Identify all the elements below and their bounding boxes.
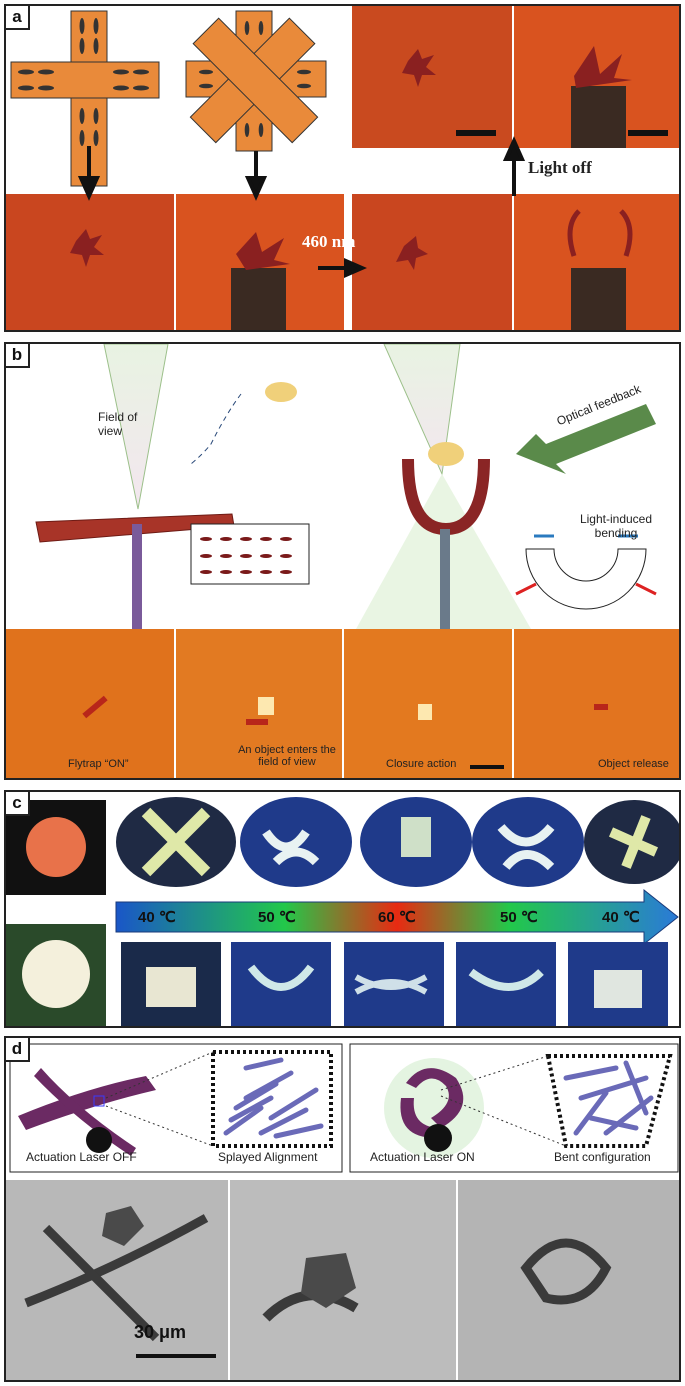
panel-a: a (4, 4, 681, 332)
object-icon (265, 382, 297, 402)
optical-feedback-arrow (516, 404, 656, 474)
panel-c: c (4, 790, 681, 1028)
photo-b4 (514, 629, 679, 778)
laser-off-label: Actuation Laser OFF (26, 1150, 137, 1164)
scale-bar-label: 30 μm (134, 1322, 187, 1342)
panel-a-figure (6, 6, 679, 330)
photo-a1 (352, 6, 512, 148)
eight-arm-cross-schematic (185, 10, 327, 152)
laser-on-label: Actuation Laser ON (370, 1150, 475, 1164)
temp-label-2: 50 ℃ (258, 909, 296, 926)
caption-b3: Closure action (386, 758, 457, 770)
panel-a-label: a (6, 6, 30, 30)
micrograph-3 (458, 1180, 679, 1380)
photo-a3 (6, 194, 174, 330)
wavelength-label: 460 nm (302, 232, 356, 251)
caption-b2: An object enters the field of view (238, 744, 336, 768)
panel-b-label: b (6, 344, 30, 368)
field-of-view-label: Field of view (98, 410, 138, 438)
strip-samples (121, 942, 668, 1026)
bent-actuator (400, 1068, 464, 1152)
temp-label-3: 60 ℃ (378, 909, 416, 926)
panel-b: b Field of vie (4, 342, 681, 780)
temperature-arrow (115, 888, 679, 946)
photo-b3 (344, 629, 512, 778)
panel-b-figure (6, 344, 679, 778)
light-off-label: Light off (528, 158, 592, 177)
light-induced-bending-label: Light-induced bending (579, 512, 653, 540)
temp-label-1: 40 ℃ (138, 909, 176, 926)
fiber-left (132, 524, 142, 642)
splayed-label: Splayed Alignment (218, 1150, 318, 1164)
panel-d-label: d (6, 1038, 30, 1062)
photo-b1 (6, 629, 174, 778)
panel-c-figure (6, 797, 679, 1026)
temp-label-4: 50 ℃ (500, 909, 538, 926)
panel-d-figure (6, 1043, 679, 1380)
four-arm-cross-schematic (10, 10, 160, 187)
disk-samples (116, 797, 679, 887)
bent-label: Bent configuration (554, 1150, 651, 1164)
caption-b1: Flytrap “ON” (68, 758, 129, 770)
splayed-actuator (18, 1068, 156, 1156)
fiber-right (440, 529, 450, 634)
caption-b4: Object release (598, 758, 669, 770)
photo-a5 (352, 194, 512, 330)
panel-d: d (4, 1036, 681, 1382)
temp-label-5: 40 ℃ (602, 909, 640, 926)
panel-c-label: c (6, 792, 30, 816)
